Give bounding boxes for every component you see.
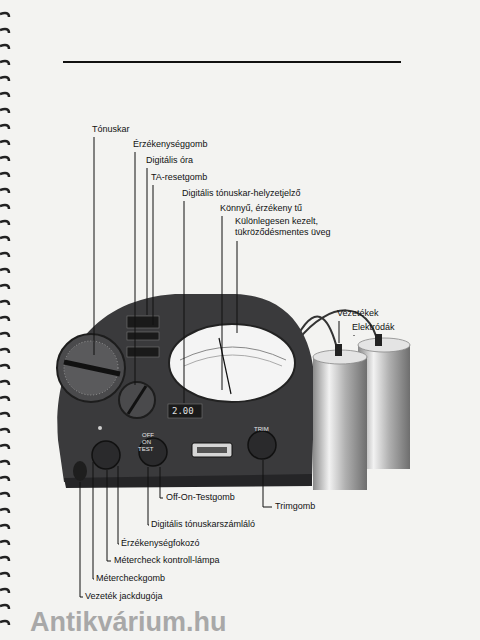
part-label: Vezetékek xyxy=(337,308,379,319)
part-label: Digitális tónuskarszámláló xyxy=(151,519,255,530)
part-label: Elektródák xyxy=(352,322,395,333)
part-label: Métercheck kontroll-lámpa xyxy=(114,555,220,566)
part-label: Digitális tónuskar-helyzetjelző xyxy=(182,188,301,199)
part-label: TA-resetgomb xyxy=(151,172,207,183)
leader-lines xyxy=(80,137,354,597)
part-label: Digitális óra xyxy=(146,155,193,166)
part-label: Érzékenységfokozó xyxy=(121,538,200,549)
part-label: Különlegesen kezelt, tükröződésmentes üv… xyxy=(235,216,347,238)
panel-marking: TRIM xyxy=(254,426,269,433)
panel-marking: TEST xyxy=(138,446,153,453)
meter-body xyxy=(57,294,315,488)
spiral-binding xyxy=(0,13,9,625)
panel-marking: ON xyxy=(142,439,151,446)
panel-marking: OFF xyxy=(142,432,154,439)
watermark: Antikvárium.hu xyxy=(30,607,227,637)
display-value: 2.00 xyxy=(172,406,194,416)
part-label: Trimgomb xyxy=(275,501,315,512)
part-label: Vezeték jackdugója xyxy=(85,591,163,602)
header-rule xyxy=(63,61,401,63)
part-label: Métercheckgomb xyxy=(96,573,165,584)
part-label: Érzékenységgomb xyxy=(133,139,208,150)
part-label: Off-On-Testgomb xyxy=(166,492,235,503)
part-label: Könnyű, érzékeny tű xyxy=(220,203,302,214)
part-label: Tónuskar xyxy=(92,124,130,135)
electrodes xyxy=(313,334,410,490)
